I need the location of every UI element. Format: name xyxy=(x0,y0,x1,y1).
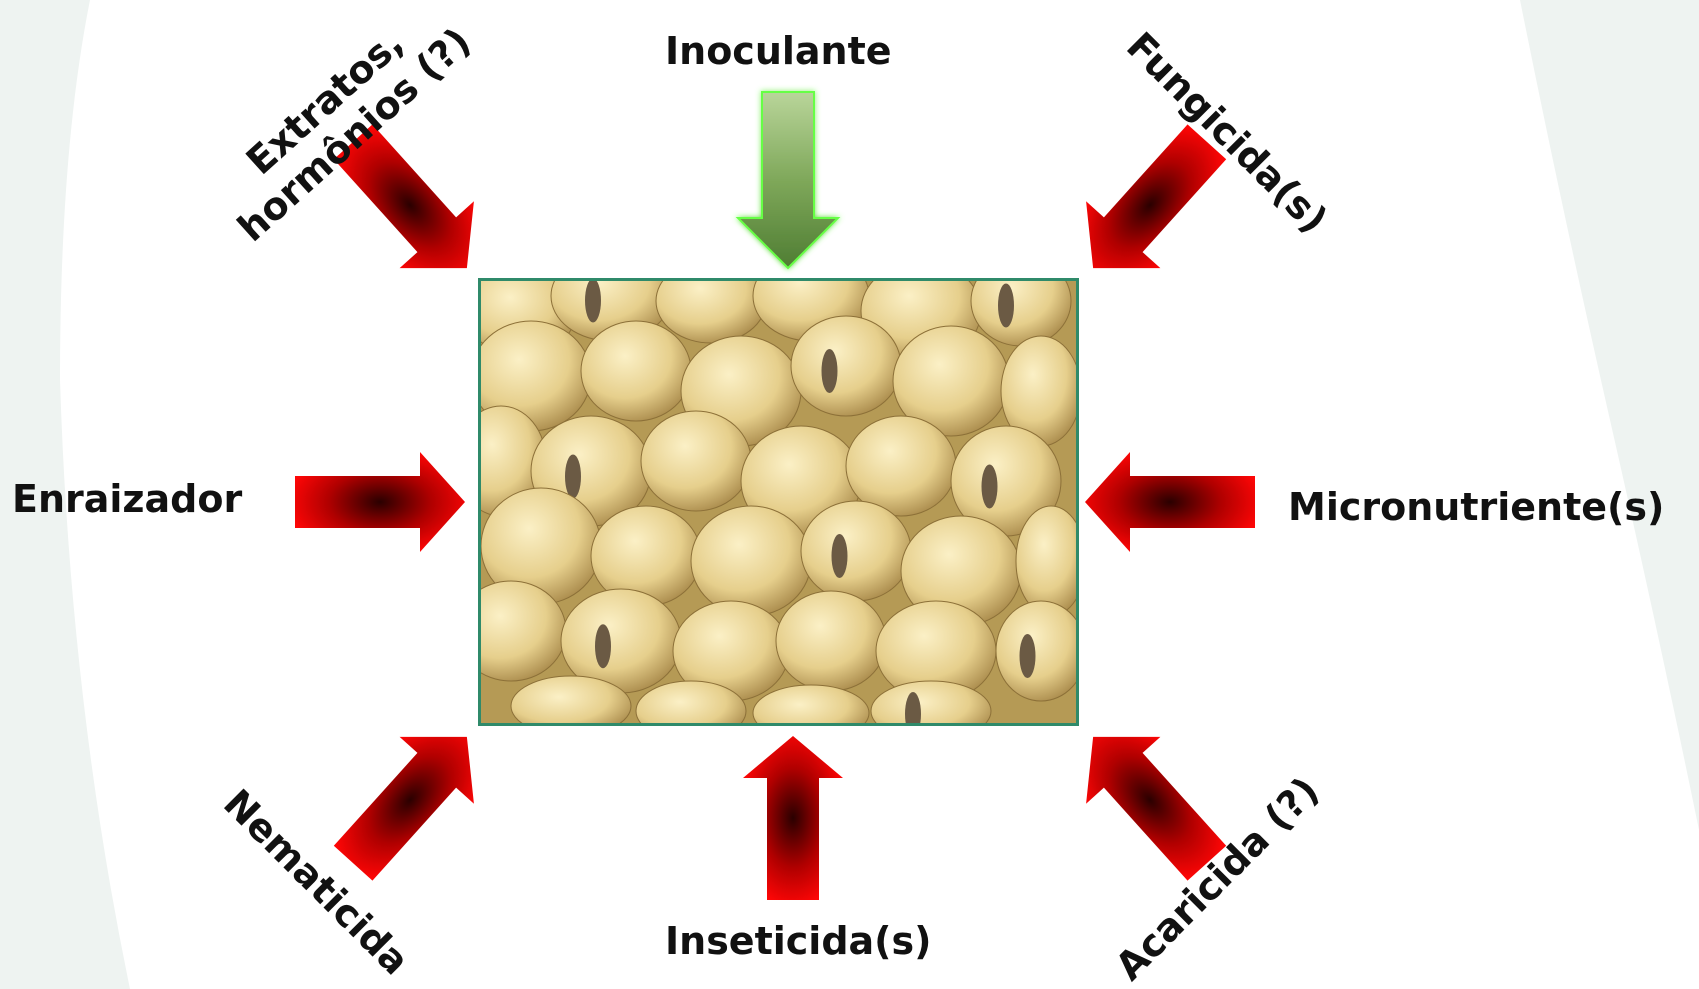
seed-hilum xyxy=(595,624,611,668)
arrow-enraizador xyxy=(295,452,465,552)
seed-hilum xyxy=(1020,634,1036,678)
seed-hilum xyxy=(832,534,848,578)
label-micronutriente: Micronutriente(s) xyxy=(1288,486,1664,530)
seed-hilum xyxy=(982,465,998,509)
label-inoculante: Inoculante xyxy=(665,30,892,74)
soybean-seed xyxy=(791,316,901,416)
soybean-seed xyxy=(691,506,811,616)
seed-hilum xyxy=(998,284,1014,328)
arrow-inseticida xyxy=(743,736,843,900)
seed-hilum xyxy=(822,349,838,393)
seed-hilum xyxy=(565,455,581,499)
arrow-nematicida xyxy=(316,703,504,896)
soybean-seed xyxy=(581,321,691,421)
arrow-inoculante xyxy=(738,92,838,268)
label-enraizador: Enraizador xyxy=(12,478,242,522)
label-inseticida: Inseticida(s) xyxy=(665,920,932,964)
soybean-seeds-photo xyxy=(478,278,1079,726)
arrow-micronutriente xyxy=(1085,452,1255,552)
soybean-seed xyxy=(641,411,751,511)
soybean-seed xyxy=(801,501,911,601)
soybean-seed xyxy=(776,591,886,691)
